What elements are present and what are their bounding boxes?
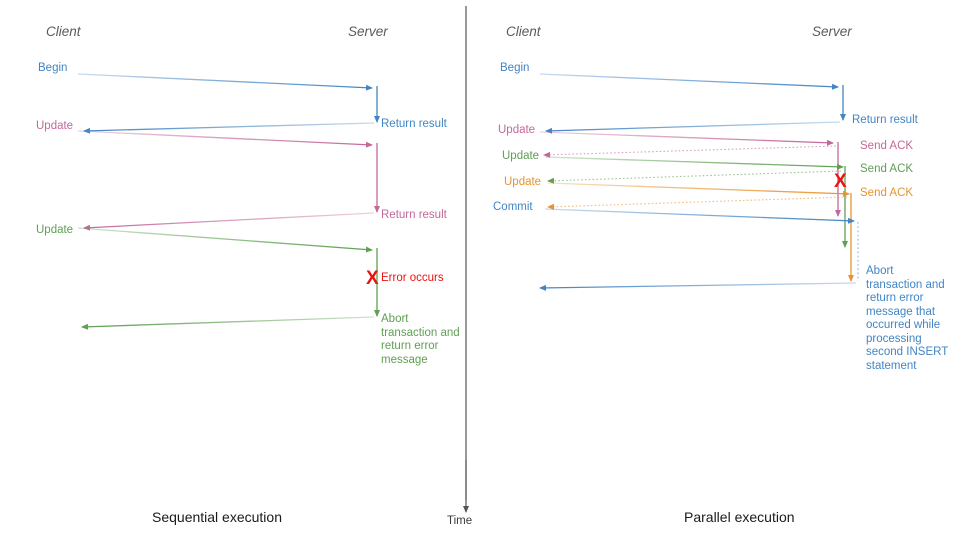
parallel-label-update-3: Update xyxy=(504,176,542,188)
sequential-label-return-result-1: Return result xyxy=(381,118,447,130)
sequential-label-return-result-2: Return result xyxy=(381,209,447,221)
p-msg-return-result xyxy=(545,121,841,134)
sequential-panel-caption: Sequential execution xyxy=(152,509,282,525)
parallel-label-send-ack-3: Send ACK xyxy=(860,187,914,199)
msg-return-result-1 xyxy=(83,122,375,134)
parallel-panel-caption: Parallel execution xyxy=(684,509,795,525)
p-msg-abort-return xyxy=(539,282,857,291)
p-msg-update-1-request xyxy=(539,131,834,146)
parallel-error-x-icon: X xyxy=(834,171,847,192)
sequential-label-error-occurs: Error occurs xyxy=(381,272,444,284)
parallel-label-abort-message: Abort transaction and return error messa… xyxy=(866,265,949,372)
msg-return-result-2 xyxy=(83,212,375,231)
msg-update-1-request xyxy=(77,130,373,148)
parallel-label-return-result: Return result xyxy=(852,114,918,126)
p-msg-begin-request xyxy=(539,73,839,90)
time-axis-label: Time xyxy=(447,515,473,527)
msg-begin-request xyxy=(77,73,373,91)
p-ack-1-dotted xyxy=(543,145,837,158)
sequential-client-actor-label: Client xyxy=(46,24,81,39)
parallel-server-actor-label: Server xyxy=(812,24,852,39)
sequential-label-begin: Begin xyxy=(38,62,68,74)
parallel-label-commit: Commit xyxy=(493,201,533,213)
sequential-label-update-2: Update xyxy=(36,224,74,236)
msg-abort-return xyxy=(81,316,375,330)
parallel-label-send-ack-1: Send ACK xyxy=(860,140,914,152)
parallel-label-begin: Begin xyxy=(500,62,530,74)
sequential-error-x-icon: X xyxy=(366,268,379,289)
sequential-label-update-1: Update xyxy=(36,120,74,132)
sequential-label-abort-message: Abort transaction and return error messa… xyxy=(381,313,460,366)
p-msg-commit-request xyxy=(544,208,855,224)
msg-update-2-request xyxy=(77,227,373,253)
p-msg-update-2-request xyxy=(544,156,844,170)
parallel-label-update-1: Update xyxy=(498,124,536,136)
p-ack-2-dotted xyxy=(547,170,842,184)
p-msg-update-3-request xyxy=(547,182,850,197)
parallel-flow xyxy=(539,73,859,291)
sequential-server-actor-label: Server xyxy=(348,24,388,39)
p-ack-3-dotted xyxy=(547,196,848,210)
sequential-flow xyxy=(77,73,380,330)
parallel-label-update-2: Update xyxy=(502,150,540,162)
parallel-client-actor-label: Client xyxy=(506,24,541,39)
parallel-label-send-ack-2: Send ACK xyxy=(860,163,914,175)
